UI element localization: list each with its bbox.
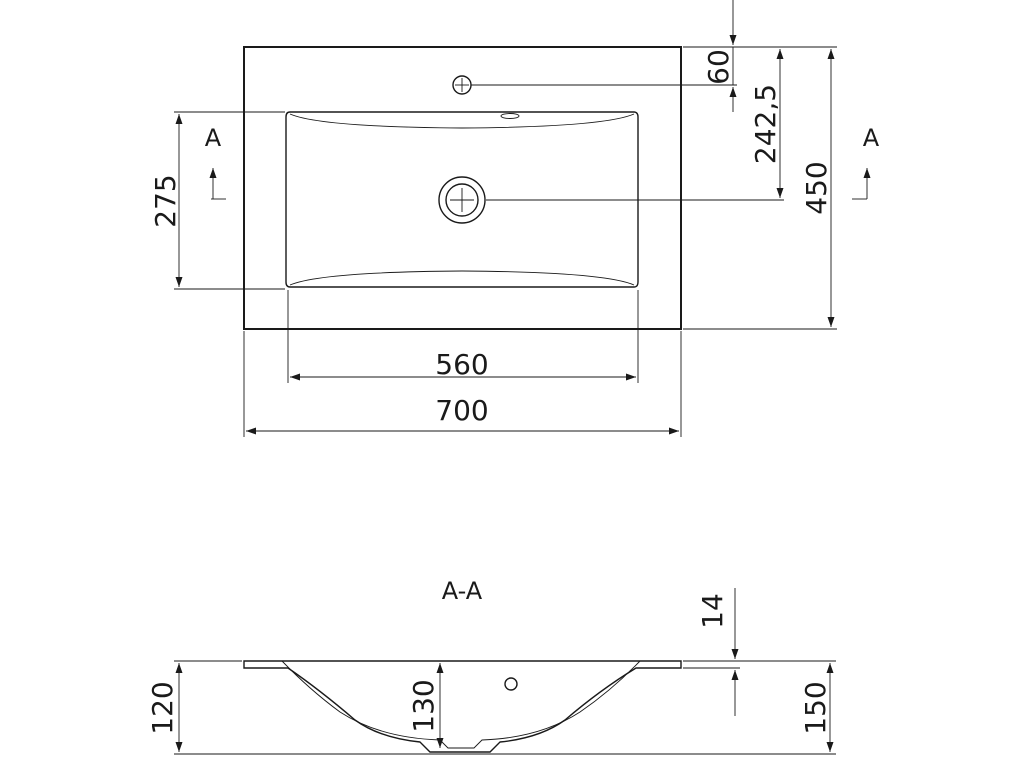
overflow-slot: [500, 113, 520, 119]
extension-lines: [174, 46, 837, 437]
bowl-rim-top-curve: [289, 113, 635, 129]
top-view: 700 560 275 450 242,5 60 A A: [149, 0, 880, 437]
section-label-left: A: [205, 124, 222, 152]
bowl-rim-bottom-curve: [289, 270, 635, 286]
dim-242-5-label: 242,5: [749, 84, 782, 164]
section-marker-left: [209, 168, 226, 200]
dim-700-label: 700: [435, 394, 488, 427]
basin-outline: [243, 46, 682, 330]
section-profile-outer: [243, 660, 682, 753]
section-label-right: A: [863, 124, 880, 152]
dim-120-label: 120: [146, 681, 179, 734]
section-profile-inner: [281, 660, 641, 749]
section-extension-lines: [174, 660, 836, 755]
dim-450-label: 450: [800, 161, 833, 214]
dim-60-label: 60: [702, 49, 735, 85]
dim-560-label: 560: [435, 348, 488, 381]
dim-275-label: 275: [149, 174, 182, 227]
dim-150-label: 150: [799, 681, 832, 734]
dim-130-label: 130: [407, 679, 440, 732]
dim-14-label: 14: [696, 593, 729, 629]
tap-hole: [452, 75, 472, 95]
section-title: A-A: [442, 577, 483, 605]
bowl-outline: [285, 111, 639, 288]
drain-hole: [438, 176, 486, 224]
section-view: A-A 120 130 150 14: [146, 577, 836, 755]
section-overflow-hole: [504, 677, 518, 691]
section-marker-right: [852, 168, 871, 200]
